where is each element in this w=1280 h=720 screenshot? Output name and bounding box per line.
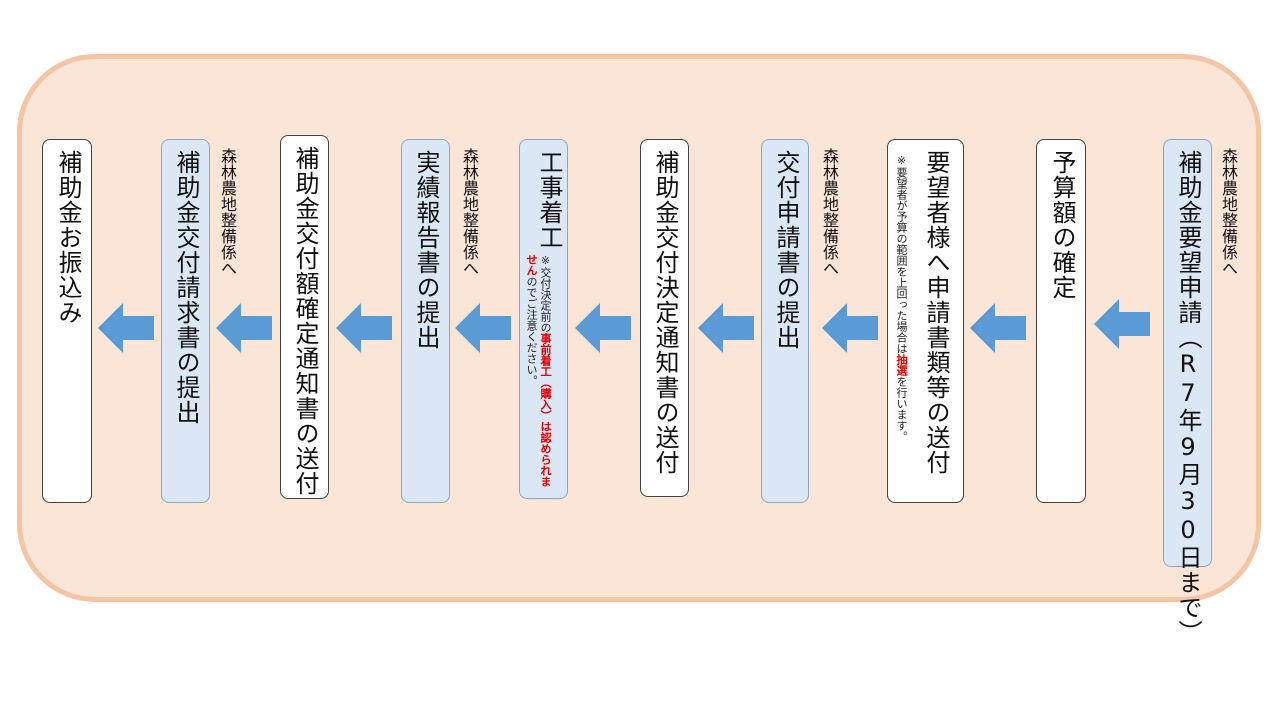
step-report-destination: 森林農地整備係へ [460, 148, 479, 276]
left-arrow-icon [822, 303, 878, 353]
note-emphasis: 抽選 [895, 354, 908, 376]
note-text: ※要望者が予算の範囲を上回った場合は [895, 154, 908, 354]
step-amount-notice-box: 補助金交付額確定通知書の送付 [280, 135, 329, 499]
step-apply-box: 補助金要望申請（R7年9月30日まで） [1163, 139, 1212, 645]
step-decision-notice-box: 補助金交付決定通知書の送付 [640, 139, 689, 497]
step-report-title: 実績報告書の提出 [412, 150, 440, 350]
left-arrow-icon [216, 303, 272, 353]
step-grant-application-title: 交付申請書の提出 [772, 150, 800, 350]
step-grant-application-destination: 森林農地整備係へ [820, 148, 839, 276]
left-arrow-icon [336, 303, 392, 353]
step-decision-notice-title: 補助金交付決定通知書の送付 [651, 150, 679, 475]
note-text: ※交付決定前の [539, 254, 552, 333]
left-arrow-icon [970, 303, 1026, 353]
step-construction-box: 工事着工 ※交付決定前の事前着工（購入）は認められませんのでご注意ください。 [519, 139, 568, 499]
left-arrow-icon [575, 303, 631, 353]
step-amount-notice-title: 補助金交付額確定通知書の送付 [291, 146, 319, 496]
step-payout-box: 補助金お振込み [42, 139, 92, 503]
step-send-forms-box: 要望者様へ申請書類等の送付 ※要望者が予算の範囲を上回った場合は抽選を行います。 [887, 139, 964, 503]
step-apply-title: 補助金要望申請（R7年9月30日まで） [1174, 150, 1202, 645]
step-apply-destination: 森林農地整備係へ [1219, 148, 1238, 276]
step-budget-title: 予算額の確定 [1048, 150, 1076, 300]
step-payment-request-box: 補助金交付請求書の提出 [161, 139, 210, 503]
step-payout-title: 補助金お振込み [54, 150, 82, 325]
step-budget-box: 予算額の確定 [1036, 139, 1086, 503]
step-payment-request-destination: 森林農地整備係へ [218, 148, 237, 276]
step-grant-application-box: 交付申請書の提出 [761, 139, 809, 503]
left-arrow-icon [455, 303, 511, 353]
note-text: のでご注意ください。 [525, 276, 538, 386]
step-construction-title: 工事着工 [535, 150, 563, 250]
left-arrow-icon [1094, 299, 1150, 349]
step-construction-note: ※交付決定前の事前着工（購入）は認められませんのでご注意ください。 [524, 254, 552, 494]
note-emphasis: 事前着工（購入）は認められません [525, 254, 552, 487]
step-send-forms-note: ※要望者が予算の範囲を上回った場合は抽選を行います。 [894, 154, 908, 498]
note-text: を行います。 [895, 376, 908, 442]
step-report-box: 実績報告書の提出 [401, 139, 450, 503]
step-payment-request-title: 補助金交付請求書の提出 [172, 150, 200, 425]
left-arrow-icon [698, 303, 754, 353]
left-arrow-icon [98, 303, 154, 353]
step-send-forms-title: 要望者様へ申請書類等の送付 [922, 150, 950, 475]
